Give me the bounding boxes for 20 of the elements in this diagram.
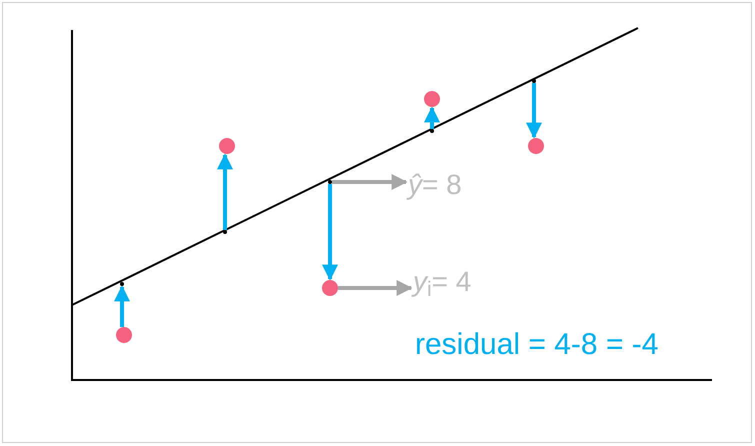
fitted-point (328, 180, 332, 184)
data-point (219, 138, 235, 154)
residual-arrow (424, 106, 440, 129)
value-label: y$_{i}$= 4 (413, 268, 472, 296)
fitted-point (120, 282, 124, 286)
data-point (424, 91, 440, 107)
residual-arrow (526, 83, 542, 139)
pointer-arrow (332, 174, 408, 190)
residual-arrow (322, 184, 338, 281)
residual-arrow (114, 285, 130, 327)
data-point (116, 327, 132, 343)
fitted-point (532, 79, 536, 83)
value-label: ŷ= 8 (408, 171, 462, 199)
residual-label: residual = 4-8 = -4 (415, 330, 658, 360)
fitted-point (430, 129, 434, 133)
data-point (322, 280, 338, 296)
data-point (528, 138, 544, 154)
pointer-arrow (338, 280, 413, 296)
residual-arrow (217, 153, 233, 230)
fitted-point (223, 230, 227, 234)
